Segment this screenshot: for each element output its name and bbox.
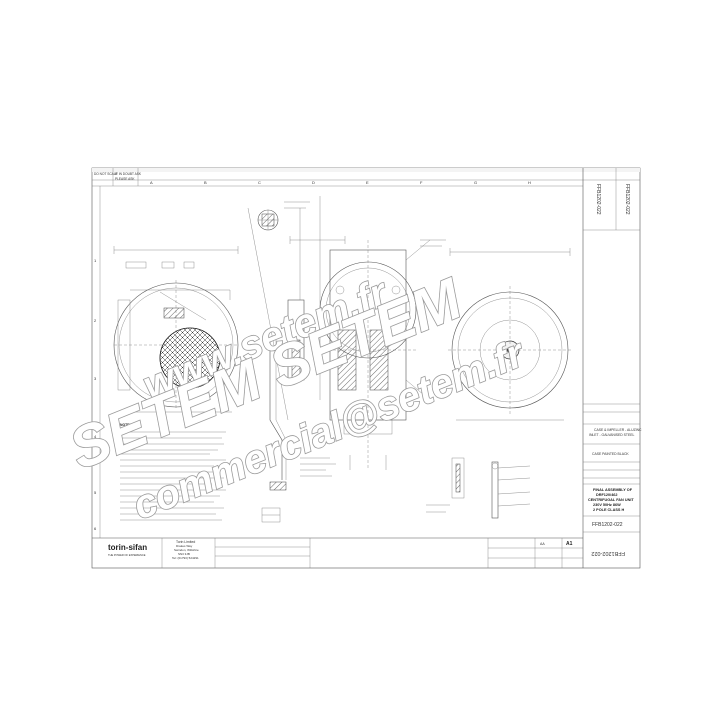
side-section-view — [247, 196, 346, 523]
title-line-1: FINAL ASSEMBLY OF — [593, 488, 633, 492]
company-address-1: Drakes Way — [176, 544, 193, 548]
row-label-2: 2 — [94, 318, 97, 323]
finish-label: CASE PAINTED BLACK — [592, 452, 629, 456]
col-label-c: C — [258, 180, 261, 185]
housing-view — [318, 239, 431, 470]
title-line-3: CENTRIFUGAL FAN UNIT — [588, 498, 634, 502]
col-label-b: B — [204, 180, 207, 185]
notes-heading: NOTES — [120, 423, 132, 427]
drawing-number-vertical: FFB1202-022 — [595, 184, 601, 215]
title-line-5: 2 POLE CLASS H — [593, 508, 624, 512]
do-not-scale-label: DO NOT SCALE — [94, 172, 118, 176]
company-address-3: SN3 3JB — [178, 552, 190, 556]
title-line-4: 230V 50Hz 86W — [593, 503, 621, 507]
drawing-number: FFB1202-022 — [592, 522, 623, 528]
if-in-doubt-label: IF IN DOUBT ASK — [115, 172, 142, 176]
drawing-number-vertical-2: FFB1202-022 — [624, 184, 630, 215]
company-name: Torin Limited — [176, 540, 195, 544]
row-label-5: 5 — [94, 490, 97, 495]
title-column: FFB1202-022 FFB1202-022 CASE & IMPELLER … — [582, 168, 642, 568]
col-label-a: A — [150, 180, 153, 185]
company-tel: Tel: (01793) 524291 — [172, 556, 199, 560]
front-view — [113, 246, 239, 413]
watermark: www.setem.fr SETEM SETEM commercial@sete… — [60, 265, 533, 530]
row-label-1: 1 — [94, 258, 97, 263]
detail-view — [426, 457, 531, 519]
please-ask-label: PLEASE ASK — [115, 177, 135, 181]
dimension-leaders — [284, 201, 446, 477]
row-label-4: 4 — [94, 434, 97, 439]
drawing-number-upside-down: FFB1202-022 — [591, 550, 625, 556]
sheet-size: A1 — [566, 541, 573, 547]
row-label-6: 6 — [94, 526, 97, 531]
col-label-h: H — [528, 180, 531, 185]
rear-view — [448, 248, 572, 421]
company-tagline: THE POWER OF EXPERIENCE — [108, 553, 146, 557]
row-labels: 1 2 3 4 5 6 — [94, 186, 101, 538]
header-strip: DO NOT SCALE IF IN DOUBT ASK PLEASE ASK … — [92, 168, 640, 187]
col-label-d: D — [312, 180, 315, 185]
col-label-f: F — [420, 180, 423, 185]
bottom-title-block: torin-sifan THE POWER OF EXPERIENCE Tori… — [92, 537, 583, 568]
title-line-2: DRF120/462 — [596, 493, 618, 497]
material-label-2: INLET - GALVANISED STEEL — [589, 433, 635, 437]
notes-list: NOTES — [120, 423, 226, 521]
company-logo: torin-sifan — [108, 543, 147, 552]
revision: AA — [540, 542, 545, 546]
row-label-3: 3 — [94, 376, 97, 381]
company-address-2: Swindon, Wiltshire — [174, 548, 199, 552]
col-label-g: G — [474, 180, 477, 185]
material-label: CASE & IMPELLER - ALUZINC — [594, 428, 642, 432]
col-label-e: E — [366, 180, 369, 185]
